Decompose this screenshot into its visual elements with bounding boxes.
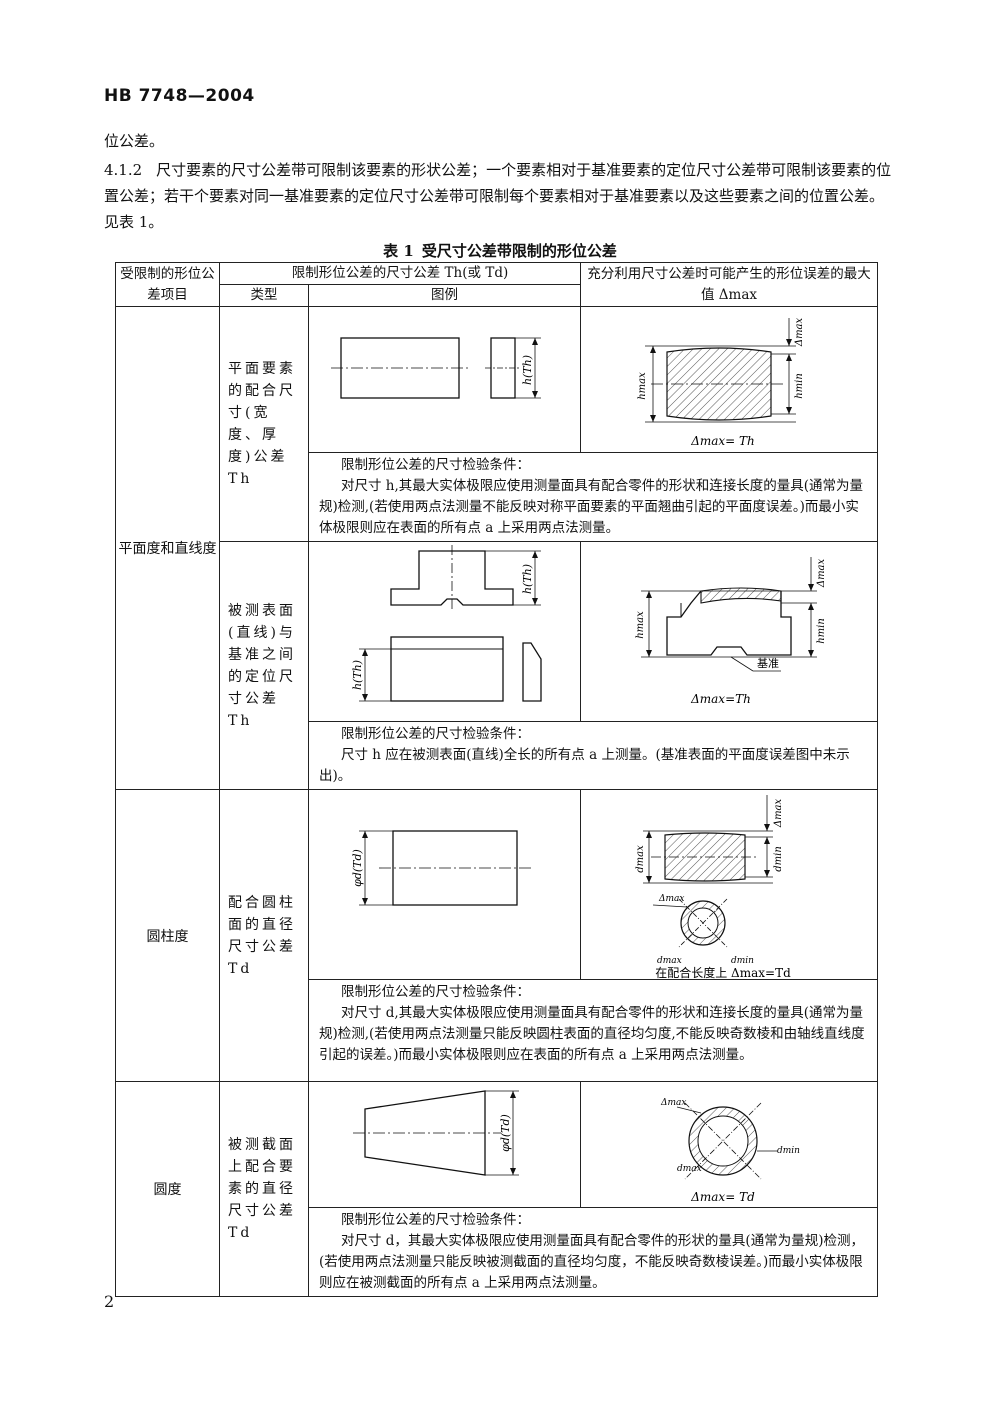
label-delta-max: Δmax xyxy=(816,558,827,588)
condition-cylinder: 限制形位公差的尺寸检验条件： 对尺寸 d,其最大实体极限应使用测量面具有配合零件… xyxy=(308,979,878,1082)
label-hmax: hmax xyxy=(635,610,646,638)
label-section-delta: Δmax xyxy=(658,894,684,904)
type-cylinder-diameter: 配合圆柱面的直径尺寸公差 Td xyxy=(219,789,309,1082)
page-number: 2 xyxy=(104,1292,115,1311)
label-delta-max: Δmax xyxy=(660,1098,686,1108)
condition-body: 对尺寸 h,其最大实体极限应使用测量面具有配合零件的形状和连接长度的量具(通常为… xyxy=(319,478,864,536)
result-equation: Δmax=Th xyxy=(690,692,751,706)
result-roundness: Δmax dmin dmax Δmax= Td xyxy=(580,1081,878,1208)
header-type: 类型 xyxy=(219,284,309,307)
condition-title: 限制形位公差的尺寸检验条件： xyxy=(341,457,530,473)
dimension-label-d: φd(Td) xyxy=(351,849,364,887)
figure-cone: φd(Td) xyxy=(308,1081,581,1208)
label-delta-max: Δmax xyxy=(794,317,805,347)
label-section-dmin: dmin xyxy=(731,956,754,966)
result-surface-datum: hmax hmin Δmax 基准 Δmax=Th xyxy=(580,541,878,722)
datum-label: 基准 xyxy=(757,657,779,670)
part-outline xyxy=(666,590,792,656)
condition-body: 对尺寸 d，其最大实体极限应使用测量面具有配合零件的形状的量具(通常为量规)检测… xyxy=(319,1233,864,1291)
condition-surface-datum: 限制形位公差的尺寸检验条件： 尺寸 h 应在被测表面(直线)全长的所有点 a 上… xyxy=(308,721,878,790)
cylinder-diagram: φd(Td) xyxy=(351,829,533,906)
dimension-label-h: h(Th) xyxy=(521,354,534,384)
label-dmin: dmin xyxy=(773,846,784,872)
cylinder-rect xyxy=(392,829,518,906)
figure-plane-fit: h(Th) xyxy=(308,306,581,453)
cylinder-error-diagram: dmax dmin Δmax Δmax dmax dmin 在配合长度上 Δma… xyxy=(635,794,791,979)
header-figure: 图例 xyxy=(308,284,581,307)
label-delta-max: Δmax xyxy=(773,798,784,828)
lower-block xyxy=(390,635,504,702)
table-caption-title: 受尺寸公差带限制的形位公差 xyxy=(421,242,617,260)
condition-title: 限制形位公差的尺寸检验条件： xyxy=(341,984,530,1000)
condition-body: 对尺寸 d,其最大实体极限应使用测量面具有配合零件的形状和连接长度的量具(通常为… xyxy=(319,1005,865,1063)
item-cylindricity: 圆柱度 xyxy=(115,789,220,1082)
cone-diagram: φd(Td) xyxy=(353,1089,519,1176)
lower-side-view xyxy=(522,641,542,702)
condition-roundness: 限制形位公差的尺寸检验条件： 对尺寸 d，其最大实体极限应使用测量面具有配合零件… xyxy=(308,1207,878,1297)
surface-datum-diagram: h(Th) h(Th) xyxy=(351,544,542,702)
result-equation: 在配合长度上 Δmax=Td xyxy=(655,965,791,979)
label-dmin: dmin xyxy=(777,1146,800,1156)
result-equation: Δmax= Th xyxy=(690,434,755,448)
header-dimension-tolerance: 限制形位公差的尺寸公差 Th(或 Td) xyxy=(219,262,581,285)
condition-title: 限制形位公差的尺寸检验条件： xyxy=(341,1212,530,1228)
result-equation: Δmax= Td xyxy=(690,1190,755,1204)
clause-text: 尺寸要素的尺寸公差带可限制该要素的形状公差；一个要素相对于基准要素的定位尺寸公差… xyxy=(104,161,892,231)
figure-cylinder: φd(Td) xyxy=(308,789,581,980)
tolerance-table: 受限制的形位公差项目 限制形位公差的尺寸公差 Th(或 Td) 充分利用尺寸公差… xyxy=(115,262,878,1297)
table-caption: 表 1 受尺寸公差带限制的形位公差 xyxy=(0,240,1000,261)
condition-body: 尺寸 h 应在被测表面(直线)全长的所有点 a 上测量。(基准表面的平面度误差图… xyxy=(319,747,850,784)
clause-number: 4.1.2 xyxy=(104,161,143,179)
item-roundness: 圆度 xyxy=(115,1081,220,1297)
type-surface-datum-position: 被测表面(直线)与基准之间的定位尺寸公差 Th xyxy=(219,541,309,790)
dimension-label-bottom: h(Th) xyxy=(351,659,364,689)
paragraph-continuation: 位公差。 xyxy=(104,132,165,150)
dimension-label-d: φd(Td) xyxy=(499,1114,512,1152)
condition-plane-fit: 限制形位公差的尺寸检验条件： 对尺寸 h,其最大实体极限应使用测量面具有配合零件… xyxy=(308,452,878,542)
label-hmin: hmin xyxy=(816,618,827,644)
result-cylinder: dmax dmin Δmax Δmax dmax dmin 在配合长度上 Δma… xyxy=(580,789,878,980)
figure-surface-datum: h(Th) h(Th) xyxy=(308,541,581,722)
roundness-error-diagram: Δmax dmin dmax Δmax= Td xyxy=(660,1098,800,1204)
dimension-label-top: h(Th) xyxy=(521,563,534,593)
label-hmax: hmax xyxy=(637,371,648,399)
header-limited-item: 受限制的形位公差项目 xyxy=(115,262,220,307)
label-dmax: dmax xyxy=(635,844,646,872)
condition-title: 限制形位公差的尺寸检验条件： xyxy=(341,726,530,742)
header-max-error: 充分利用尺寸公差时可能产生的形位误差的最大值 Δmax xyxy=(580,262,878,307)
label-hmin: hmin xyxy=(794,373,805,399)
item-flatness-straightness: 平面度和直线度 xyxy=(115,306,220,790)
type-section-diameter: 被测截面上配合要素的直径尺寸公差 Td xyxy=(219,1081,309,1297)
surface-datum-error-diagram: hmax hmin Δmax 基准 Δmax=Th xyxy=(635,556,827,706)
t-part-outline xyxy=(390,549,514,606)
result-plane-fit: hmax hmin Δmax Δmax= Th xyxy=(580,306,878,453)
table-caption-label: 表 1 xyxy=(383,242,414,260)
label-section-dmax: dmax xyxy=(657,956,682,966)
type-plane-fit-size: 平面要素的配合尺寸(宽度、厚度)公差 Th xyxy=(219,306,309,542)
label-dmax: dmax xyxy=(677,1164,702,1174)
hatched-error-zone xyxy=(700,586,782,604)
plane-fit-diagram: h(Th) xyxy=(331,336,541,399)
plane-fit-error-diagram: hmax hmin Δmax Δmax= Th xyxy=(637,317,805,448)
document-code: HB 7748—2004 xyxy=(104,86,255,106)
